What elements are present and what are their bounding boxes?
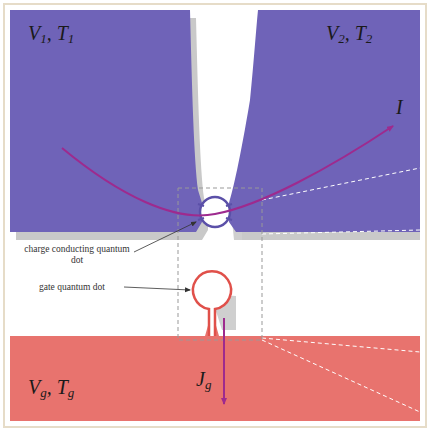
leader-line xyxy=(134,222,196,252)
frame xyxy=(4,4,426,427)
leader-line xyxy=(124,287,190,290)
dot-label: charge conducting quantum dot xyxy=(18,244,136,266)
zoom-lines-top xyxy=(262,168,420,234)
reservoir-label: V2, T2 xyxy=(326,22,372,46)
left-reservoir: V1, T1 xyxy=(10,10,210,235)
reservoir-label: V1, T1 xyxy=(28,22,74,46)
gate-reservoir-outline xyxy=(10,322,420,421)
heat-current-label: Jg xyxy=(196,368,211,392)
reservoir-label: Vg, Tg xyxy=(28,376,74,400)
zoom-box xyxy=(178,188,262,340)
left-reservoir-outline xyxy=(10,10,202,232)
current-arrow xyxy=(62,126,393,215)
current-label: I xyxy=(396,96,403,118)
gate-quantum-dot xyxy=(193,271,231,336)
dot-label: gate quantum dot xyxy=(20,282,124,293)
zoom-lines-bottom xyxy=(262,338,420,412)
heat-current-arrow xyxy=(223,318,225,404)
right-reservoir-outline xyxy=(229,10,420,232)
